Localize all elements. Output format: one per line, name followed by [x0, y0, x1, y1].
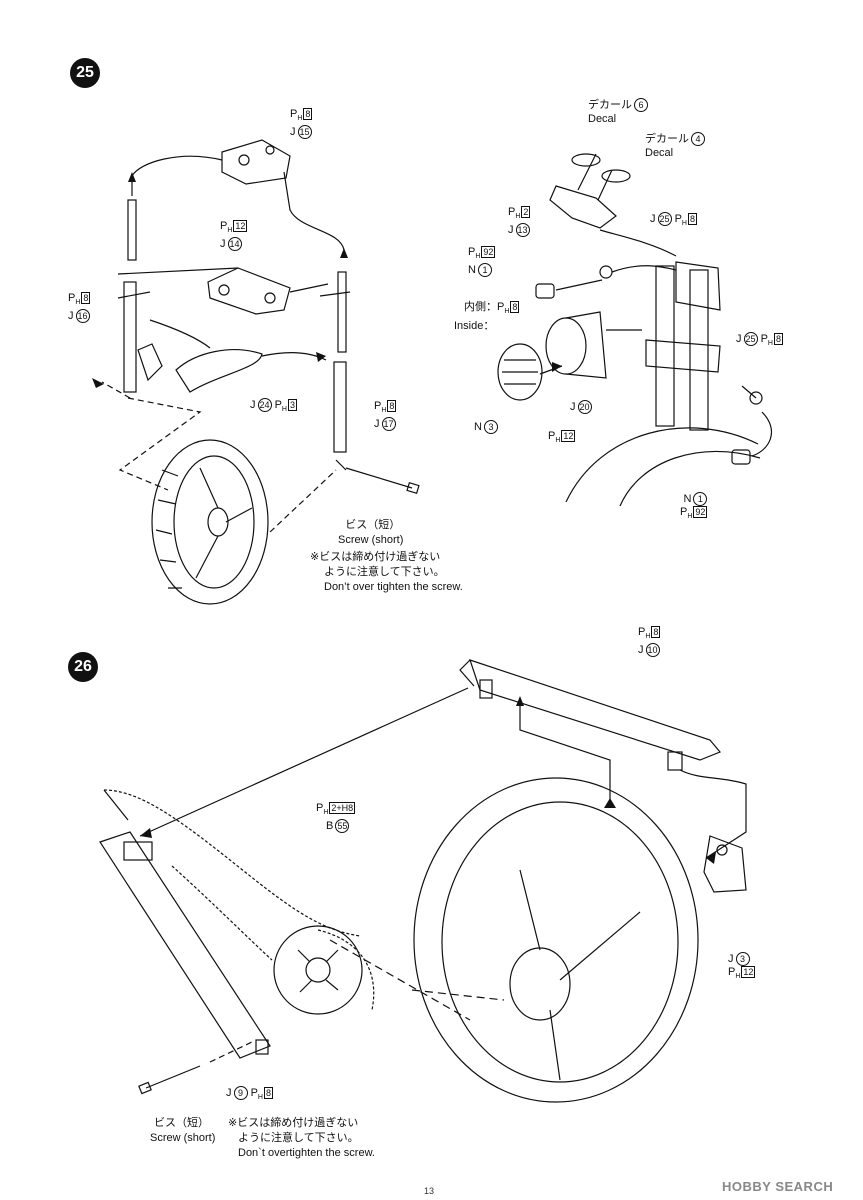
screw-label-jp: ビス（短） [345, 519, 401, 531]
warning-jp-1: ※ビスは締め付け過ぎない [228, 1117, 359, 1129]
step-26-badge: 26 [68, 652, 98, 682]
screw-label-jp: ビス（短） [154, 1117, 209, 1129]
warning-jp-2: ように注意して下さい。 [324, 566, 445, 578]
warning-jp-2: ように注意して下さい。 [238, 1132, 359, 1144]
screw-note-25: ビス（短） Screw (short) [318, 518, 403, 548]
page-number: 13 [424, 1186, 435, 1196]
step-25-badge: 25 [70, 58, 100, 88]
warning-jp-1: ※ビスは締め付け過ぎない [310, 551, 441, 563]
screw-label-en: Screw (short) [150, 1132, 216, 1144]
warning-en: Don`t overtighten the screw. [238, 1147, 375, 1159]
watermark: HOBBY SEARCH [722, 1179, 834, 1194]
screw-label-en: Screw (short) [338, 534, 404, 546]
warning-en: Don’t over tighten the screw. [324, 581, 463, 593]
screw-note-26: ビス（短） Screw (short) [150, 1116, 215, 1146]
warning-note-26: ※ビスは締め付け過ぎない ように注意して下さい。 Don`t overtight… [228, 1116, 375, 1161]
warning-note-25: ※ビスは締め付け過ぎない ように注意して下さい。 Don’t over tigh… [310, 550, 463, 595]
